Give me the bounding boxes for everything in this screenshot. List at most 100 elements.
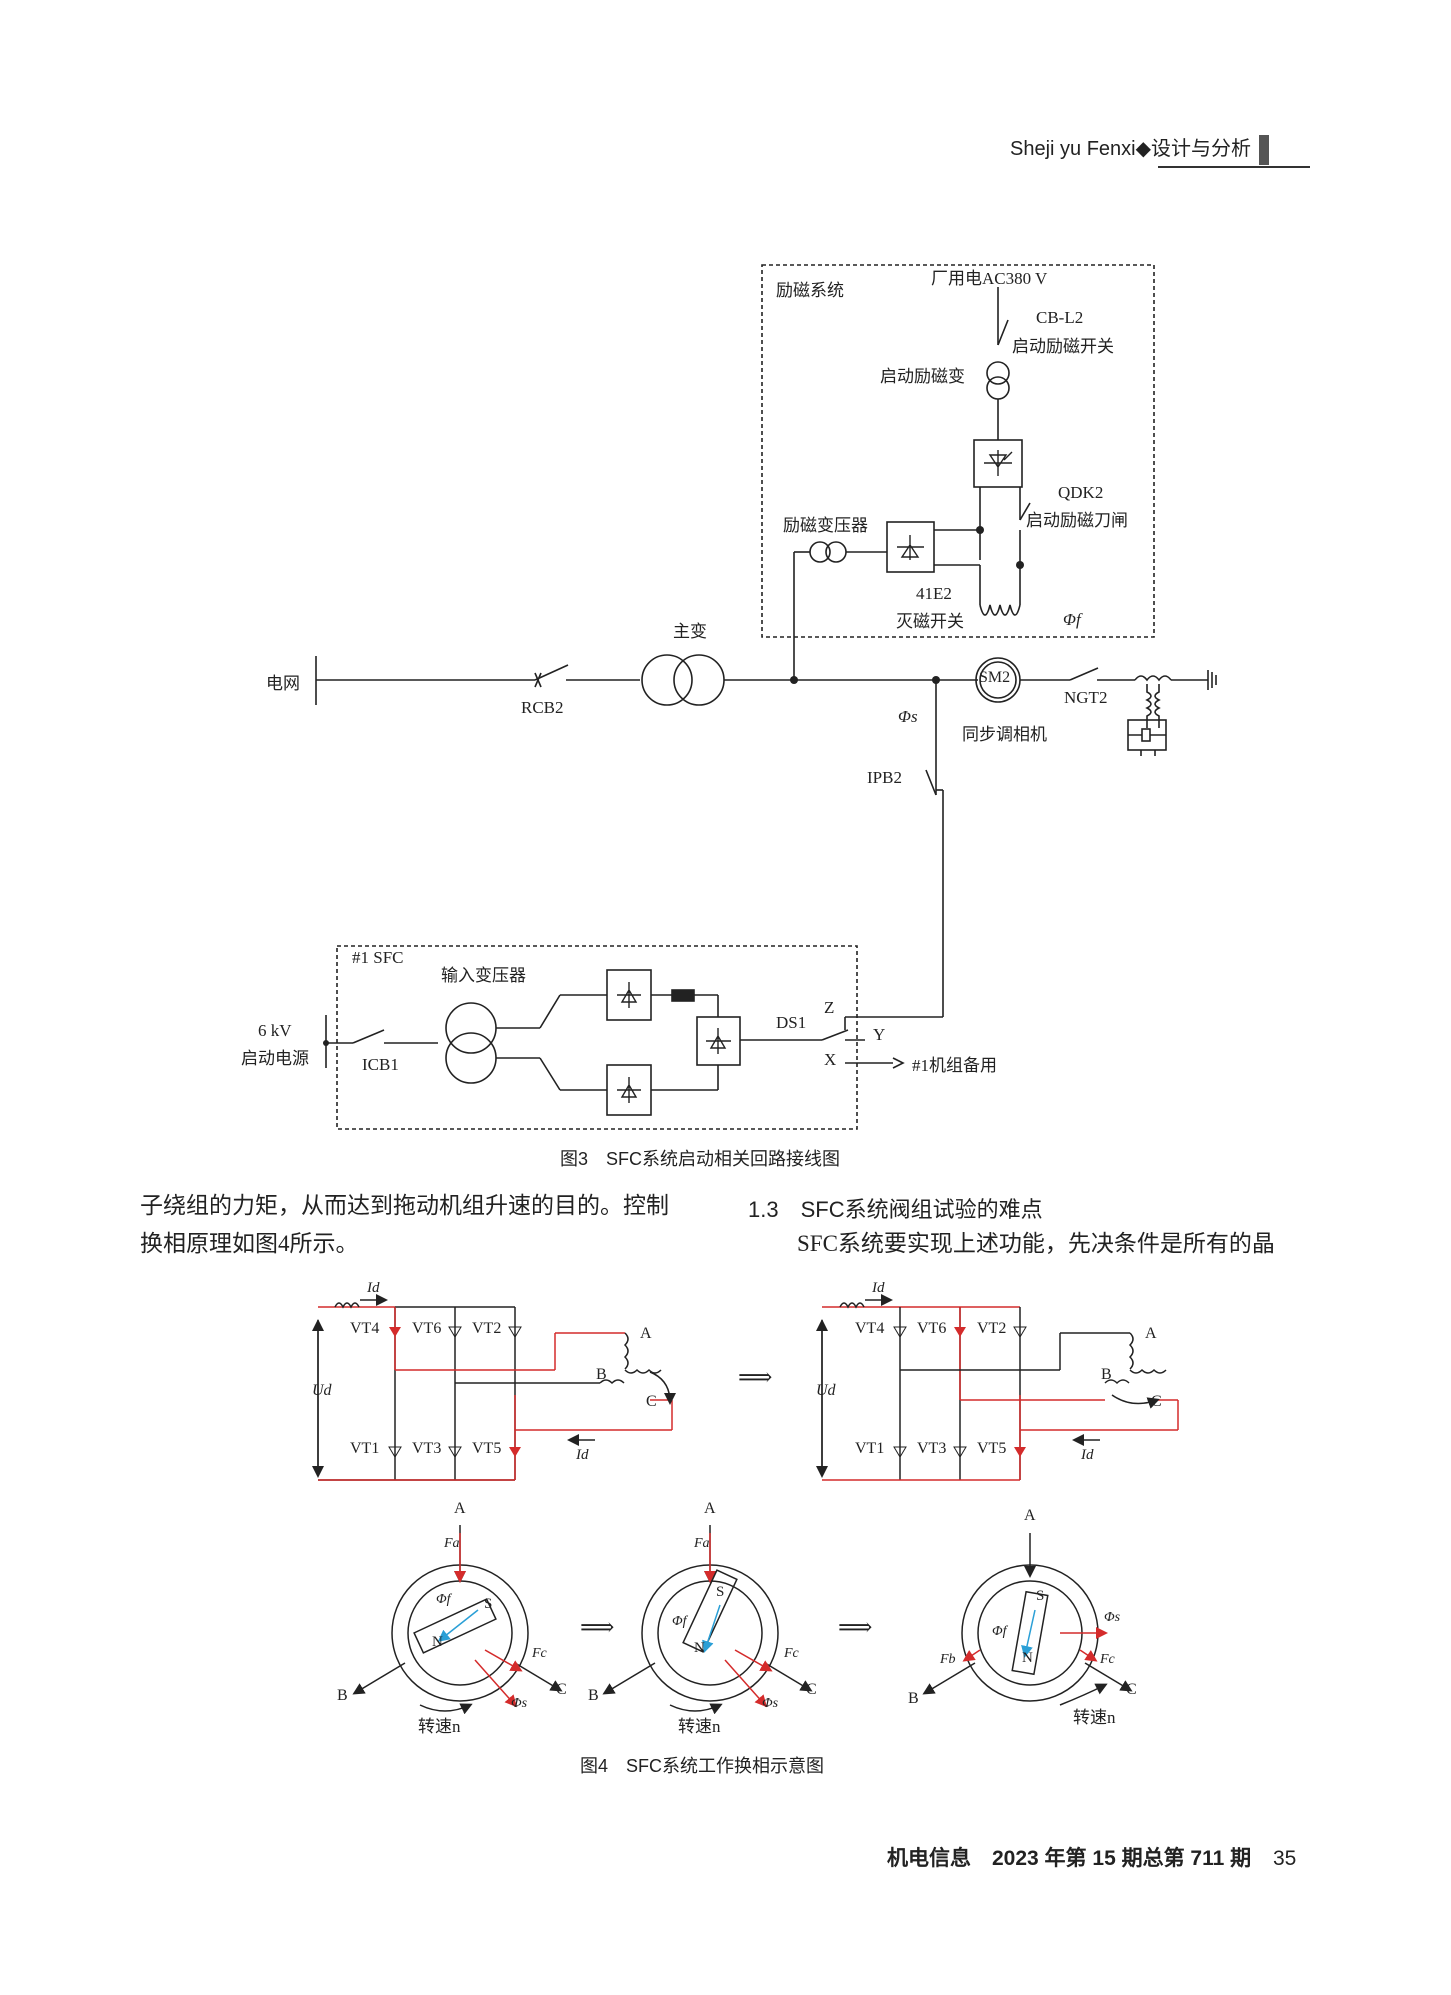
start-exc-switch-label: 启动励磁开关 bbox=[1012, 337, 1114, 356]
excitation-system-box bbox=[761, 264, 1155, 638]
running-head: Sheji yu Fenxi◆设计与分析 bbox=[1010, 132, 1270, 165]
rotor3-fb-label: Fb bbox=[940, 1652, 956, 1667]
vt6-label-left: VT6 bbox=[412, 1320, 442, 1337]
rotor3-a-label: A bbox=[1024, 1507, 1036, 1524]
footer: 机电信息 2023 年第 15 期总第 711 期 35 bbox=[887, 1842, 1296, 1872]
journal-info: 机电信息 2023 年第 15 期总第 711 期 bbox=[887, 1847, 1252, 1870]
rotor2-a-label: A bbox=[704, 1500, 716, 1517]
demag-switch-label: 灭磁开关 bbox=[896, 612, 964, 631]
icb1-label: ICB1 bbox=[362, 1055, 399, 1074]
start-power-label: 启动电源 bbox=[241, 1049, 309, 1068]
y-label: Y bbox=[873, 1025, 886, 1044]
rotor1-s-label: S bbox=[484, 1596, 493, 1612]
excitation-system-label: 励磁系统 bbox=[776, 281, 844, 300]
grid-label: 电网 bbox=[266, 674, 300, 693]
vt5-label-left: VT5 bbox=[472, 1440, 502, 1457]
vt6-label-right: VT6 bbox=[917, 1320, 947, 1337]
vt3-label-left: VT3 bbox=[412, 1440, 442, 1457]
rcb2-label: RCB2 bbox=[521, 698, 564, 717]
rotor1-c-label: C bbox=[556, 1681, 567, 1698]
exc-transformer-label: 励磁变压器 bbox=[783, 516, 868, 535]
left-paragraph-line-2: 换相原理如图4所示。 bbox=[140, 1231, 359, 1256]
vt5-label-right: VT5 bbox=[977, 1440, 1007, 1457]
running-head-bar bbox=[1259, 134, 1270, 165]
rotor2-fc-label: Fc bbox=[784, 1646, 799, 1661]
rotor3-phi-s-label: Φs bbox=[1104, 1610, 1121, 1625]
rotor-diagram-3 bbox=[922, 1533, 1133, 1706]
phase-a-label-right: A bbox=[1145, 1325, 1157, 1342]
left-paragraph-line-1: 子绕组的力矩，从而达到拖动机组升速的目的。控制 bbox=[140, 1193, 669, 1218]
phase-b-label-left: B bbox=[596, 1366, 607, 1383]
rotor3-n-label: N bbox=[1022, 1650, 1033, 1666]
vt3-label-right: VT3 bbox=[917, 1440, 947, 1457]
phase-a-label-left: A bbox=[640, 1325, 652, 1342]
rotor-diagram-1 bbox=[352, 1525, 563, 1715]
id-label-left: Id bbox=[367, 1280, 380, 1296]
unit1-backup-label: #1机组备用 bbox=[912, 1056, 997, 1075]
arrow-icon-2: ⟹ bbox=[580, 1615, 615, 1641]
sfc-box bbox=[336, 945, 858, 1130]
phase-c-label-right: C bbox=[1151, 1393, 1162, 1410]
rotor2-phi-f-label: Φf bbox=[672, 1614, 687, 1629]
phase-c-label-left: C bbox=[646, 1393, 657, 1410]
cb-l2-label: CB-L2 bbox=[1036, 308, 1084, 327]
figure3-caption: 图3 SFC系统启动相关回路接线图 bbox=[560, 1149, 841, 1169]
phi-s-label: Φs bbox=[898, 707, 918, 726]
start-exc-transformer-label: 启动励磁变 bbox=[880, 367, 965, 386]
rotor2-fa-label: Fa bbox=[694, 1536, 710, 1551]
ngt2-label: NGT2 bbox=[1064, 688, 1108, 707]
rotor1-fa-label: Fa bbox=[444, 1536, 460, 1551]
ipb2-label: IPB2 bbox=[867, 768, 902, 787]
sm2-label: SM2 bbox=[979, 669, 1011, 686]
qdk2-label: QDK2 bbox=[1058, 483, 1104, 502]
vt4-label-left: VT4 bbox=[350, 1320, 380, 1337]
rotor3-b-label: B bbox=[908, 1690, 919, 1707]
vt1-label-left: VT1 bbox=[350, 1440, 380, 1457]
rotor3-fc-label: Fc bbox=[1100, 1652, 1115, 1667]
section-heading: 1.3 SFC系统阀组试验的难点 bbox=[748, 1197, 1043, 1222]
id-label-left-bottom: Id bbox=[576, 1447, 589, 1463]
id-label-right: Id bbox=[872, 1280, 885, 1296]
thyristors-left bbox=[388, 1326, 522, 1458]
rotor1-n-label: N bbox=[432, 1634, 443, 1650]
sfc1-label: #1 SFC bbox=[352, 948, 404, 967]
rotor2-s-label: S bbox=[716, 1584, 725, 1600]
figure4-caption: 图4 SFC系统工作换相示意图 bbox=[580, 1756, 825, 1776]
rotor2-speed-label: 转速n bbox=[678, 1717, 721, 1736]
rotor1-b-label: B bbox=[337, 1687, 348, 1704]
z-label: Z bbox=[824, 998, 835, 1017]
thyristors-right bbox=[893, 1326, 1027, 1458]
e41e2-label: 41E2 bbox=[916, 584, 952, 603]
bridge-right bbox=[816, 1294, 1179, 1481]
bridge-left bbox=[312, 1294, 676, 1481]
rotor3-speed-label: 转速n bbox=[1073, 1708, 1116, 1727]
rotor1-phi-s-label: Φs bbox=[511, 1696, 528, 1711]
rotor1-a-label: A bbox=[454, 1500, 466, 1517]
running-head-title: 设计与分析 bbox=[1151, 138, 1252, 160]
rotor1-phi-f-label: Φf bbox=[436, 1592, 451, 1607]
right-paragraph-line-1: SFC系统要实现上述功能，先决条件是所有的晶 bbox=[797, 1231, 1275, 1256]
vt4-label-right: VT4 bbox=[855, 1320, 885, 1337]
rotor2-c-label: C bbox=[806, 1681, 817, 1698]
id-label-right-bottom: Id bbox=[1081, 1447, 1094, 1463]
phase-b-label-right: B bbox=[1101, 1366, 1112, 1383]
page-number: 35 bbox=[1272, 1847, 1297, 1870]
arrow-icon-1: ⟹ bbox=[738, 1365, 773, 1391]
rotor-diagram-2 bbox=[602, 1525, 813, 1715]
ud-label-right: Ud bbox=[816, 1382, 836, 1399]
sync-condenser-label: 同步调相机 bbox=[962, 725, 1047, 744]
rotor2-phi-s-label: Φs bbox=[762, 1696, 779, 1711]
phi-f-label: Φf bbox=[1063, 610, 1081, 629]
rotor1-fc-label: Fc bbox=[532, 1646, 547, 1661]
arrow-icon-3: ⟹ bbox=[838, 1615, 873, 1641]
rotor3-c-label: C bbox=[1126, 1681, 1137, 1698]
diamond-icon: ◆ bbox=[1135, 138, 1152, 160]
running-head-pinyin: Sheji yu Fenxi bbox=[1010, 138, 1136, 160]
rotor2-n-label: N bbox=[694, 1640, 705, 1656]
aux-power-label: 厂用电AC380 V bbox=[931, 269, 1048, 288]
figure3-diagram bbox=[315, 264, 1217, 1130]
running-head-rule bbox=[1158, 166, 1310, 168]
rotor2-b-label: B bbox=[588, 1687, 599, 1704]
main-transformer-label: 主变 bbox=[673, 622, 707, 641]
